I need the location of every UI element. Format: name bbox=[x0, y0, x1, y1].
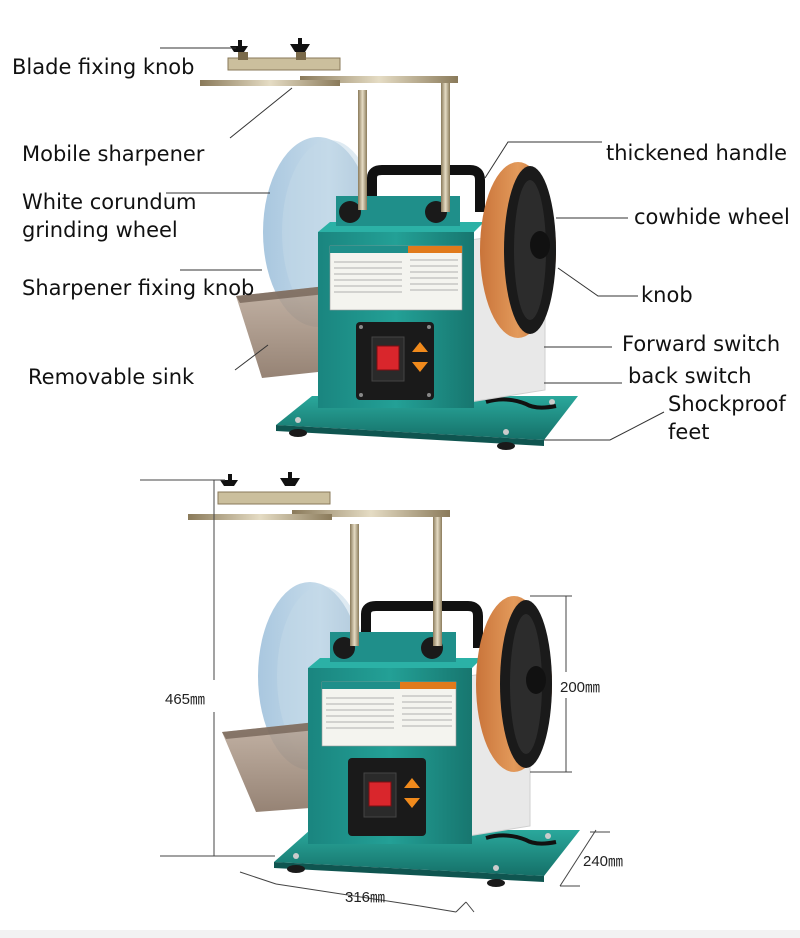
dimension-height: 465㎜ bbox=[165, 691, 206, 708]
sharpener-fixing-knob-left[interactable] bbox=[339, 201, 361, 223]
removable-sink bbox=[222, 722, 316, 812]
wheel-knob[interactable] bbox=[530, 231, 550, 259]
label-mobile-sharpener: Mobile sharpener bbox=[22, 142, 205, 166]
removable-sink bbox=[236, 286, 326, 378]
mobile-sharpener[interactable] bbox=[217, 491, 331, 505]
dimension-width: 316㎜ bbox=[345, 889, 386, 906]
blade-fixing-knob-left[interactable] bbox=[220, 480, 238, 486]
thickened-handle[interactable] bbox=[361, 601, 483, 648]
blade-fixing-knob-right[interactable] bbox=[280, 478, 300, 486]
shockproof-foot-left bbox=[289, 429, 307, 437]
shockproof-foot-right bbox=[497, 442, 515, 450]
back-arrow-icon bbox=[404, 798, 420, 808]
dimension-depth: 240㎜ bbox=[583, 853, 624, 870]
wheel-knob[interactable] bbox=[526, 666, 546, 694]
label-cowhide-wheel: cowhide wheel bbox=[634, 205, 790, 229]
power-switch[interactable] bbox=[368, 781, 392, 807]
label-shockproof-line1: Shockproof bbox=[668, 392, 786, 416]
back-arrow-icon bbox=[412, 362, 428, 372]
power-switch[interactable] bbox=[376, 345, 400, 371]
dimension-wheel-diameter: 200㎜ bbox=[560, 679, 601, 696]
machine-bottom bbox=[188, 472, 580, 887]
label-thickened-handle: thickened handle bbox=[606, 141, 788, 165]
forward-arrow-icon bbox=[404, 778, 420, 788]
callout-lines bbox=[160, 47, 665, 441]
bottom-strip bbox=[0, 930, 800, 938]
thickened-handle[interactable] bbox=[367, 165, 485, 212]
label-forward-switch: Forward switch bbox=[622, 332, 781, 356]
label-removable-sink: Removable sink bbox=[28, 365, 195, 389]
label-knob: knob bbox=[641, 283, 693, 307]
label-white-wheel-line2: grinding wheel bbox=[22, 218, 178, 242]
label-shockproof-line2: feet bbox=[668, 420, 710, 444]
forward-arrow-icon bbox=[412, 342, 428, 352]
blade-fixing-knob-right[interactable] bbox=[290, 44, 310, 52]
dimension-lines bbox=[140, 479, 610, 913]
sharpener-fixing-knob-left[interactable] bbox=[333, 637, 355, 659]
label-blade-fixing-knob: Blade fixing knob bbox=[12, 55, 195, 79]
label-white-wheel-line1: White corundum bbox=[22, 190, 197, 214]
mobile-sharpener[interactable] bbox=[227, 57, 341, 71]
machine-top bbox=[200, 38, 578, 450]
label-sharpener-fixing-knob: Sharpener fixing knob bbox=[22, 276, 255, 300]
label-back-switch: back switch bbox=[628, 364, 752, 388]
